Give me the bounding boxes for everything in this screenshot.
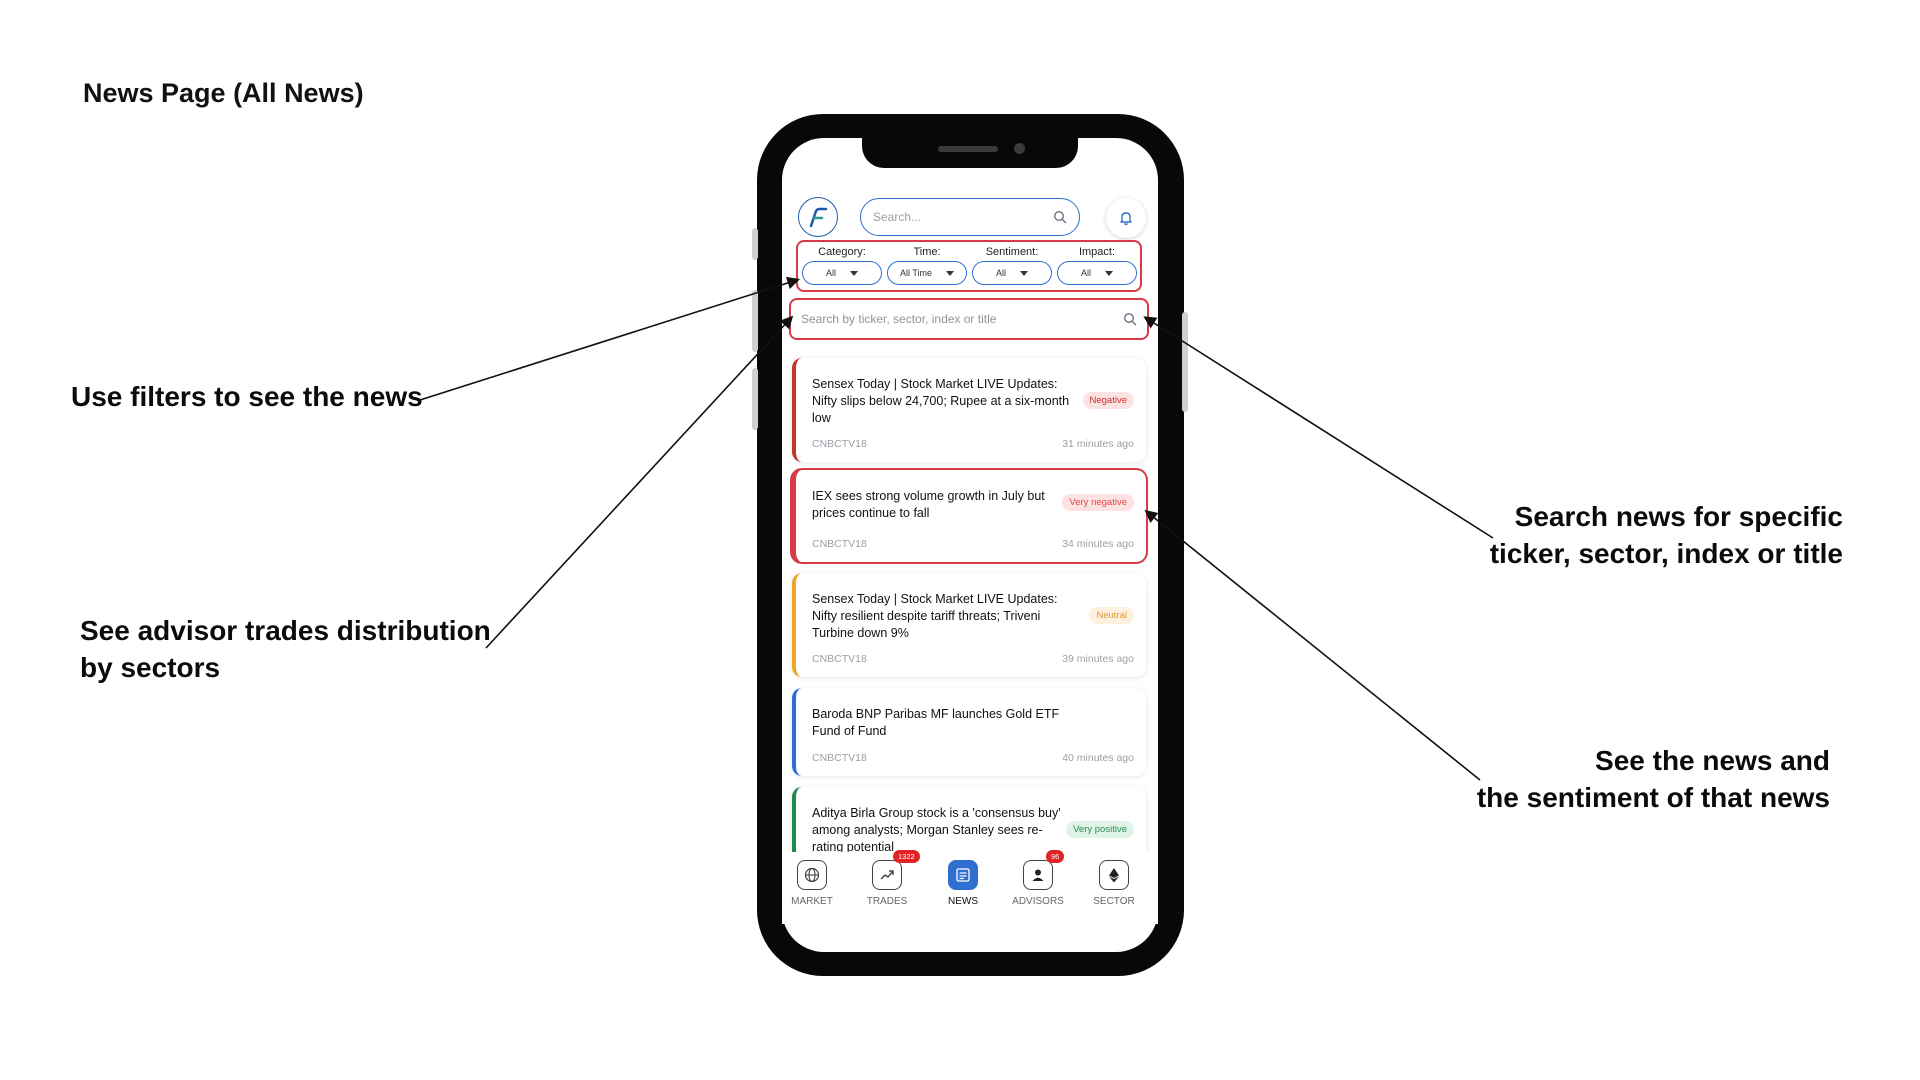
- filter-sentiment[interactable]: Sentiment: All: [972, 246, 1052, 285]
- arrow-filters: [419, 276, 801, 401]
- filter-sentiment-value: All: [995, 268, 1006, 278]
- nav-market[interactable]: MARKET: [782, 860, 842, 907]
- arrow-sentiment: [1144, 509, 1481, 781]
- filters-highlight: [796, 240, 1142, 292]
- annotation-advisor-line-1: See advisor trades distribution: [80, 615, 491, 646]
- bottom-nav: MARKET 1322 TRADES NEWS: [782, 850, 1158, 924]
- annotation-filters: Use filters to see the news: [71, 381, 423, 412]
- chevron-down-icon: [1105, 270, 1113, 276]
- filter-time-value: All Time: [899, 268, 932, 278]
- news-title: Baroda BNP Paribas MF launches Gold ETF …: [812, 707, 1060, 738]
- nav-sector[interactable]: SECTOR: [1084, 860, 1144, 907]
- filter-impact-value: All: [1080, 268, 1091, 278]
- news-search-placeholder: Search by ticker, sector, index or title: [801, 312, 997, 326]
- nav-news[interactable]: NEWS: [933, 860, 993, 907]
- news-time: 39 minutes ago: [1062, 653, 1134, 665]
- search-icon: [1053, 210, 1067, 224]
- nav-advisors-label: ADVISORS: [1012, 896, 1064, 907]
- filter-category[interactable]: Category: All: [802, 246, 882, 285]
- annotation-search-line-2: ticker, sector, index or title: [1489, 538, 1843, 569]
- filter-category-value: All: [825, 268, 836, 278]
- nav-market-icon-frame: [797, 860, 827, 890]
- news-card[interactable]: Sensex Today | Stock Market LIVE Updates…: [792, 358, 1146, 462]
- annotation-search: Search news for specific ticker, sector,…: [1490, 498, 1843, 572]
- filter-impact-label: Impact:: [1078, 246, 1116, 258]
- annotation-sentiment-line-2: the sentiment of that news: [1476, 782, 1830, 813]
- phone-volume-up-button: [752, 290, 758, 352]
- page-title: News Page (All News): [83, 78, 364, 108]
- news-time: 31 minutes ago: [1062, 438, 1134, 450]
- nav-sector-icon-frame: [1099, 860, 1129, 890]
- nav-sector-label: SECTOR: [1093, 896, 1135, 907]
- news-search-input[interactable]: Search by ticker, sector, index or title: [789, 298, 1149, 340]
- annotation-advisor-line-2: by sectors: [80, 652, 221, 683]
- annotation-search-line-1: Search news for specific: [1514, 501, 1843, 532]
- annotation-sentiment: See the news and the sentiment of that n…: [1477, 742, 1830, 816]
- news-card[interactable]: Sensex Today | Stock Market LIVE Updates…: [792, 573, 1146, 677]
- newspaper-icon: [956, 868, 970, 882]
- filter-time-select[interactable]: All Time: [887, 261, 967, 285]
- nav-market-label: MARKET: [791, 896, 833, 907]
- news-list[interactable]: Sensex Today | Stock Market LIVE Updates…: [782, 355, 1158, 852]
- filter-time[interactable]: Time: All Time: [887, 246, 967, 285]
- nav-trades-label: TRADES: [866, 896, 908, 907]
- bell-icon: [1120, 212, 1132, 226]
- chevron-down-icon: [850, 270, 858, 276]
- news-source: CNBCTV18: [812, 752, 867, 764]
- nav-news-icon-frame: [948, 860, 978, 890]
- nav-advisors-icon-frame: 96: [1023, 850, 1065, 890]
- news-time: 40 minutes ago: [1062, 752, 1134, 764]
- nav-news-label: NEWS: [948, 896, 978, 907]
- news-card[interactable]: IEX sees strong volume growth in July bu…: [792, 470, 1146, 562]
- news-source: CNBCTV18: [812, 653, 867, 665]
- filter-category-select[interactable]: All: [802, 261, 882, 285]
- news-card[interactable]: Baroda BNP Paribas MF launches Gold ETF …: [792, 688, 1146, 776]
- arrow-search: [1143, 316, 1494, 539]
- sentiment-badge: Very positive: [1066, 821, 1134, 838]
- arrow-advisor: [485, 315, 794, 649]
- chevron-down-icon: [946, 270, 954, 276]
- phone-speaker: [938, 146, 998, 152]
- notifications-button[interactable]: [1106, 198, 1146, 238]
- sentiment-badge: Negative: [1082, 392, 1134, 409]
- phone-notch: [862, 136, 1078, 168]
- filter-sentiment-select[interactable]: All: [972, 261, 1052, 285]
- annotation-advisor-trades: See advisor trades distribution by secto…: [80, 612, 491, 686]
- filter-sentiment-label: Sentiment:: [985, 246, 1039, 258]
- filter-time-label: Time:: [913, 246, 941, 258]
- news-card[interactable]: Aditya Birla Group stock is a 'consensus…: [792, 787, 1146, 852]
- news-title: Sensex Today | Stock Market LIVE Updates…: [812, 592, 1058, 640]
- news-title: IEX sees strong volume growth in July bu…: [812, 489, 1045, 520]
- phone-camera: [1014, 143, 1025, 154]
- news-title: Sensex Today | Stock Market LIVE Updates…: [812, 377, 1070, 425]
- sentiment-badge: Neutral: [1089, 607, 1134, 624]
- nav-advisors[interactable]: 96 ADVISORS: [1008, 850, 1068, 907]
- news-source: CNBCTV18: [812, 538, 867, 550]
- phone-mute-button: [752, 228, 758, 260]
- brand-logo-glyph: [809, 207, 828, 228]
- phone-power-button: [1182, 312, 1188, 412]
- trending-up-icon: [880, 870, 894, 880]
- filter-impact[interactable]: Impact: All: [1057, 246, 1137, 285]
- trades-count-badge: 1322: [893, 850, 920, 863]
- user-icon: [1032, 869, 1044, 881]
- nav-trades-icon-frame: 1322: [872, 850, 920, 890]
- ethereum-icon: [1109, 868, 1119, 883]
- sentiment-badge: Very negative: [1062, 494, 1134, 511]
- brand-logo-icon[interactable]: [798, 197, 838, 237]
- annotation-sentiment-line-1: See the news and: [1595, 745, 1830, 776]
- filter-category-label: Category:: [818, 246, 866, 258]
- search-icon: [1123, 312, 1137, 326]
- news-time: 34 minutes ago: [1062, 538, 1134, 550]
- phone-volume-down-button: [752, 368, 758, 430]
- chevron-down-icon: [1020, 270, 1028, 276]
- search-input[interactable]: Search...: [860, 198, 1080, 236]
- search-placeholder: Search...: [873, 210, 922, 224]
- globe-icon: [804, 867, 820, 883]
- advisors-count-badge: 96: [1046, 850, 1065, 863]
- news-title: Aditya Birla Group stock is a 'consensus…: [812, 806, 1061, 852]
- filter-impact-select[interactable]: All: [1057, 261, 1137, 285]
- nav-trades[interactable]: 1322 TRADES: [857, 850, 920, 907]
- news-source: CNBCTV18: [812, 438, 867, 450]
